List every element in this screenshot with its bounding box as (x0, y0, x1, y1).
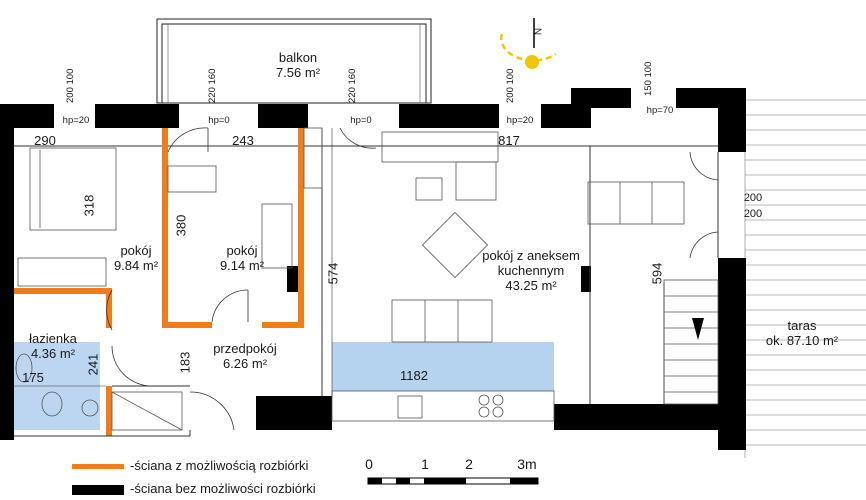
legend-permanent-swatch (72, 485, 124, 495)
dim-318: 318 (81, 194, 97, 217)
dim-594: 594 (649, 262, 665, 285)
scale-tick-2: 2 (465, 456, 473, 472)
removable-walls (14, 128, 304, 436)
balcony (156, 18, 432, 104)
legend-permanent-label: -ściana bez możliwości rozbiórki (130, 481, 316, 496)
kitchen-island (391, 299, 493, 343)
furniture (15, 127, 719, 431)
sofa (381, 131, 499, 163)
dim-183: 183 (177, 351, 193, 374)
dim-175: 175 (22, 370, 44, 385)
terrace (744, 88, 866, 458)
scale-tick-1: 1 (421, 456, 429, 472)
dimension-lines (14, 128, 333, 396)
stairs (663, 279, 719, 405)
scale-tick-3m: 3m (517, 456, 537, 472)
permanent-walls (0, 88, 746, 450)
dim-380: 380 (173, 214, 189, 237)
north-compass-icon (500, 18, 557, 69)
doors (106, 127, 719, 431)
window-3-dims: 220 160 (347, 68, 358, 103)
window-2-hp: hp=0 (208, 115, 230, 126)
legend-removable-label: -ściana z możliwością rozbiórki (130, 458, 309, 473)
bed (29, 147, 117, 231)
scale-bar (367, 477, 539, 485)
window-5-dims: 150 100 (643, 61, 654, 96)
dim-574: 574 (325, 262, 341, 285)
window-4-dims: 200 100 (505, 68, 516, 103)
dim-241: 241 (85, 353, 101, 376)
dim-1182: 1182 (400, 368, 428, 383)
dining-table (587, 181, 685, 225)
partition-lines (14, 128, 719, 437)
dim-243: 243 (232, 133, 254, 148)
window-1-dims: 200 100 (65, 68, 76, 103)
window-2-dims: 220 160 (207, 68, 218, 103)
kitchen-counter-fill (332, 342, 554, 391)
stairs-arrow-icon (692, 318, 704, 340)
window-5-hp: hp=70 (646, 105, 674, 116)
scale-tick-0: 0 (365, 456, 373, 472)
compass-north-letter: N (531, 27, 543, 36)
dim-817: 817 (498, 133, 520, 148)
dim-290: 290 (34, 133, 56, 148)
window-3-hp: hp=0 (350, 115, 372, 126)
legend-removable-swatch (72, 464, 124, 469)
window-1-hp: hp=20 (62, 115, 90, 126)
window-4-hp: hp=20 (506, 115, 534, 126)
